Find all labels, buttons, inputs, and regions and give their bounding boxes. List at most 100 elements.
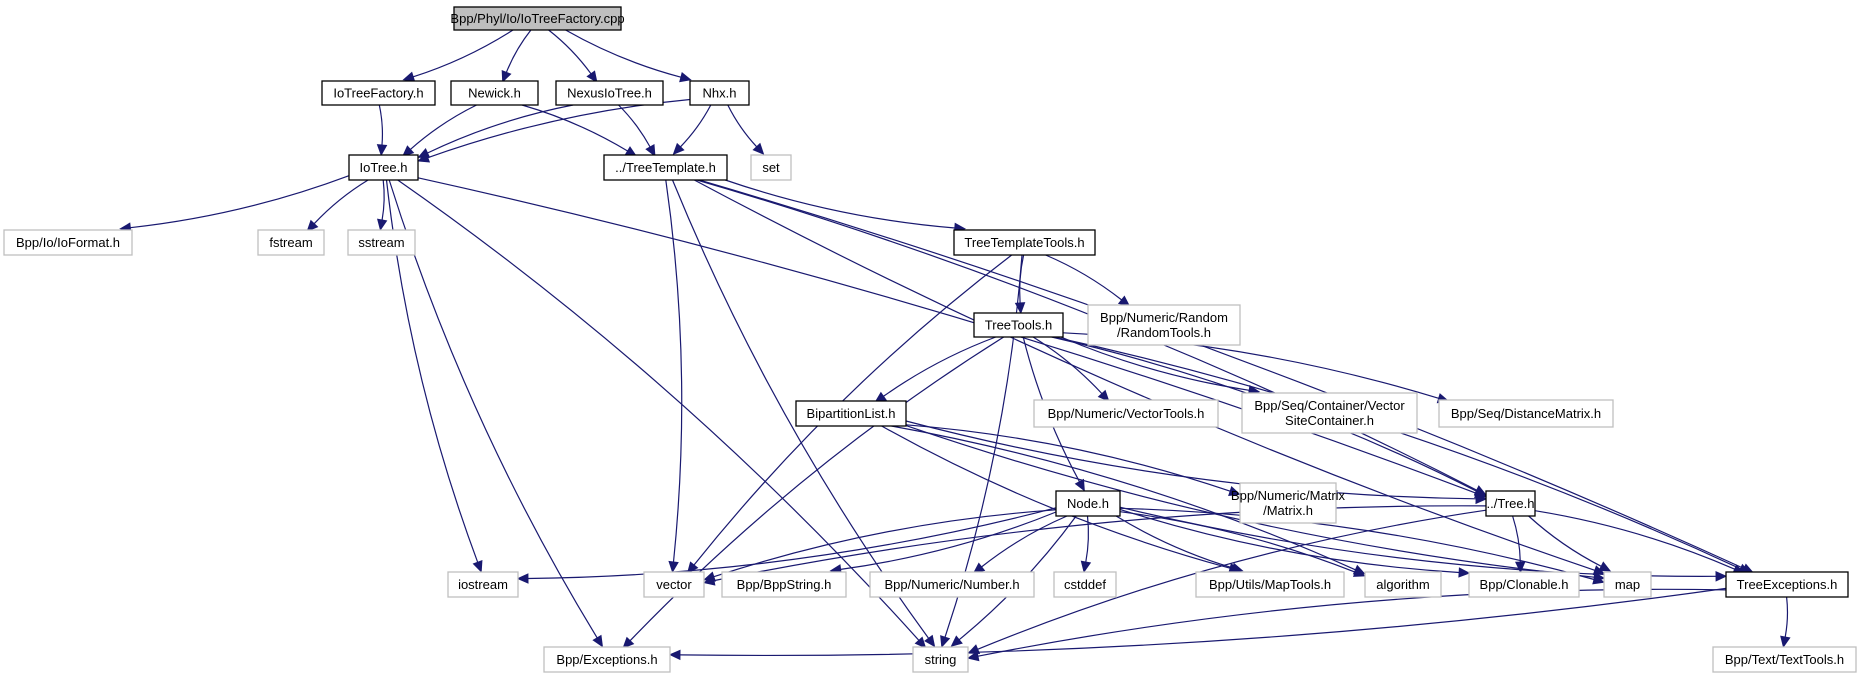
node-tree-h[interactable]: ../Tree.h [1485,490,1536,517]
node-box [453,6,622,31]
arrowhead-icon [679,72,692,83]
node-nexusiotree-h[interactable]: NexusIoTree.h [555,80,664,106]
node-box [869,571,1035,598]
node-label: set [762,160,780,175]
node-node-h[interactable]: Node.h [1055,490,1121,517]
edge-NexusIoTree_h-to-IoTree_h [417,104,574,158]
edge-line [381,179,385,221]
nodes-layer: Bpp/Phyl/Io/IoTreeFactory.cppIoTreeFacto… [3,6,1857,673]
node-newick-h[interactable]: Newick.h [450,80,539,106]
edge-line [679,587,1727,657]
node-label: Bpp/Phyl/Io/IoTreeFactory.cpp [450,11,624,26]
edge-line [977,588,1727,657]
node-label: /Matrix.h [1263,503,1313,518]
node-box [1087,304,1241,346]
edge-line [521,104,628,152]
node-label: Bpp/Clonable.h [1480,577,1569,592]
edge-line [413,29,514,78]
node-treetemplate-h[interactable]: ../TreeTemplate.h [603,154,728,181]
node-number-h: Bpp/Numeric/Number.h [869,571,1035,598]
edge-line [840,511,1057,570]
node-box [3,229,133,256]
arrowhead-icon [668,649,681,661]
node-map: map [1603,571,1652,598]
arrowhead-icon [1352,567,1366,577]
arrowhead-icon [940,635,951,648]
edge-TreeTemplateTools_h-to-RandomTools_h [1045,254,1131,307]
node-label: Bpp/Numeric/Matrix [1231,488,1346,503]
edge-line [1119,511,1356,573]
edge-line [905,420,1477,500]
arrowhead-icon [1473,486,1487,497]
node-box [795,400,907,427]
node-box [450,80,539,106]
node-box [1241,392,1418,434]
edge-Node_h-to-BppString_h [829,511,1057,575]
node-box [1603,571,1652,598]
node-root[interactable]: Bpp/Phyl/Io/IoTreeFactory.cpp [450,6,625,31]
edge-line [1045,254,1122,301]
node-fstream: fstream [257,229,325,256]
arrowhead-icon [1598,561,1612,572]
node-label: TreeExceptions.h [1737,577,1838,592]
node-box [1195,571,1345,598]
node-label: Bpp/Numeric/Number.h [884,577,1019,592]
node-label: Bpp/Exceptions.h [556,652,657,667]
arrowhead-icon [592,634,604,648]
edge-line [1115,515,1233,569]
node-treeexceptions-h[interactable]: TreeExceptions.h [1725,571,1849,598]
node-box [750,154,792,181]
node-matrix-h: Bpp/Numeric/Matrix/Matrix.h [1231,482,1346,524]
node-label: IoTree.h [360,160,408,175]
edge-Tree_h-to-Clonable_h [1512,515,1526,574]
node-bipartitionlist-h[interactable]: BipartitionList.h [795,400,907,427]
node-box [347,229,416,256]
node-label: TreeTools.h [985,318,1052,333]
edge-Tree_h-to-TreeExceptions_h [1534,510,1746,574]
arrowhead-icon [703,575,716,586]
edge-line [696,179,1477,491]
edge-line [981,515,1068,568]
arrowhead-icon [966,650,980,662]
node-randomtools-h: Bpp/Numeric/Random/RandomTools.h [1087,304,1241,346]
node-texttools-h: Bpp/Text/TextTools.h [1712,646,1857,673]
node-label: string [925,652,957,667]
node-set: set [750,154,792,181]
arrowhead-icon [672,142,685,155]
edge-line [313,179,369,225]
node-iostream: iostream [447,571,519,598]
node-label: Node.h [1067,496,1109,511]
arrowhead-icon [376,144,388,157]
node-cstddef: cstddef [1053,571,1117,598]
arrowhead-icon [950,635,963,647]
node-label: BipartitionList.h [807,406,896,421]
node-iotree-h[interactable]: IoTree.h [348,154,419,181]
node-nhx-h[interactable]: Nhx.h [689,80,750,106]
node-treetemplatetools-h[interactable]: TreeTemplateTools.h [953,229,1096,256]
edge-root-to-IoTreeFactory_h [402,29,514,82]
edge-line [665,179,683,563]
node-box [1438,399,1614,428]
node-bppstring-h: Bpp/BppString.h [721,571,847,598]
edge-BipartitionList_h-to-Matrix_h [905,424,1241,496]
node-iotreefactory-h[interactable]: IoTreeFactory.h [321,80,436,106]
node-label: fstream [269,235,312,250]
edge-TreeExceptions_h-to-Exceptions_h [668,587,1727,661]
edge-IoTree_h-to-sstream [377,179,388,232]
node-vector: vector [643,571,705,598]
edge-BipartitionList_h-to-Tree_h [905,420,1488,505]
node-box [1364,571,1442,598]
node-label: Nhx.h [703,86,737,101]
node-distancematrix-h: Bpp/Seq/DistanceMatrix.h [1438,399,1614,428]
arrowhead-icon [668,560,679,574]
node-label: /RandomTools.h [1117,325,1211,340]
node-treetools-h[interactable]: TreeTools.h [973,312,1064,338]
node-ioformat-h: Bpp/Io/IoFormat.h [3,229,133,256]
edge-Node_h-to-cstddef [1080,515,1092,573]
node-box [643,571,705,598]
arrowhead-icon [1458,567,1471,578]
node-label: Bpp/BppString.h [737,577,832,592]
edge-line [1119,507,1595,581]
node-box [1485,490,1536,517]
edge-Nhx_h-to-TreeTemplate_h [672,104,712,155]
